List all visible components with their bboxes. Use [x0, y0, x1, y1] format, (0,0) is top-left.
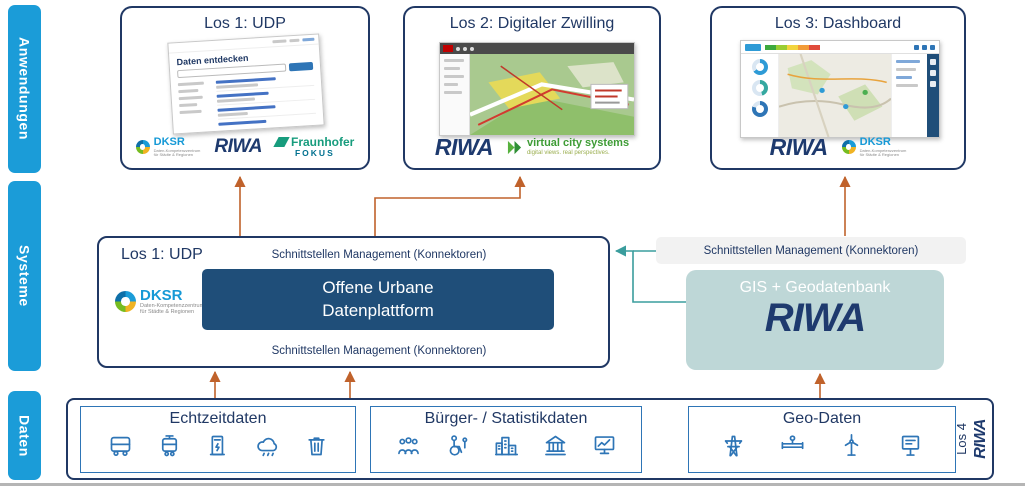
data-group-geodaten: Geo-Daten — [688, 406, 956, 473]
los2-title: Los 2: Digitaler Zwilling — [449, 15, 615, 32]
los3-title: Los 3: Dashboard — [774, 15, 902, 32]
waste-bin-icon — [303, 432, 330, 459]
bus-icon — [107, 432, 134, 459]
connector-label-bottom: Schnittstellen Management (Konnektoren) — [271, 345, 487, 357]
layer-label-daten: Daten — [8, 391, 41, 480]
los1-title: Los 1: UDP — [204, 15, 286, 32]
vcs-wordmark: virtual city systems — [526, 137, 630, 150]
platform-line1: Offene Urbane — [322, 278, 434, 298]
screenshot-gauges — [741, 54, 779, 137]
dashboard-screenshot — [740, 40, 940, 138]
screenshot-toolbar — [440, 43, 634, 54]
digital-twin-screenshot — [439, 42, 635, 136]
geodaten-title: Geo-Daten — [782, 410, 862, 427]
applications-box-los1: Los 1: UDP Daten entdecken — [120, 6, 370, 170]
statistikdaten-title: Bürger- / Statistikdaten — [424, 410, 588, 427]
traffic-scale-legend — [765, 44, 820, 50]
arrow-systems-to-los2 — [374, 175, 526, 236]
layer-label-systeme: Systeme — [8, 181, 41, 371]
layer-label-daten-text: Daten — [16, 414, 33, 457]
udp-portal-screenshot: Daten entdecken — [167, 33, 325, 135]
city-buildings-icon — [493, 432, 520, 459]
applications-box-los2: Los 2: Digitaler Zwilling — [403, 6, 661, 170]
dksr-icon — [115, 291, 136, 313]
screenshot-side-panel — [440, 54, 470, 135]
pipe-network-icon — [779, 432, 806, 459]
screenshot-nav-strip — [927, 54, 939, 137]
screenshot-result-list — [215, 75, 317, 128]
applications-box-los3: Los 3: Dashboard — [710, 6, 966, 170]
vcs-icon — [507, 140, 522, 155]
public-building-icon — [542, 432, 569, 459]
layer-label-anwendungen-text: Anwendungen — [16, 37, 33, 141]
echtzeitdaten-title: Echtzeitdaten — [169, 410, 267, 427]
vcs-tagline: digital views. real perspectives. — [526, 149, 610, 156]
statistics-monitor-icon — [591, 432, 618, 459]
gis-title: GIS + Geodatenbank — [739, 279, 891, 296]
layer-label-systeme-text: Systeme — [16, 245, 33, 307]
los2-logos: RIWA virtual city systems digital views.… — [405, 131, 659, 163]
fraunhofer-wordmark: Fraunhofer — [290, 134, 355, 149]
power-pylon-icon — [720, 432, 747, 459]
statistikdaten-icons — [371, 432, 641, 459]
echtzeitdaten-icons — [81, 432, 355, 459]
dksr-icon — [135, 139, 150, 154]
wind-turbine-icon — [838, 432, 865, 459]
tram-icon — [156, 432, 183, 459]
los4-label-group: Los 4 RIWA — [952, 404, 992, 474]
dksr-wordmark: DKSR — [153, 136, 185, 149]
screenshot-map — [779, 54, 891, 137]
charging-station-icon — [205, 432, 232, 459]
virtual-city-systems-logo: virtual city systems digital views. real… — [507, 137, 629, 157]
riwa-logo-large: RIWA — [764, 296, 866, 340]
screenshot-stats-panel — [891, 54, 927, 137]
accessibility-icon — [444, 432, 471, 459]
connector-management-box: Schnittstellen Management (Konnektoren) — [656, 237, 966, 264]
screenshot-3d-map — [470, 54, 634, 135]
dksr-wordmark: DKSR — [859, 136, 891, 149]
platform-line2: Datenplattform — [322, 300, 434, 320]
data-group-echtzeitdaten: Echtzeitdaten — [80, 406, 356, 473]
dksr-icon — [841, 139, 856, 154]
los4-label: Los 4 — [954, 423, 969, 455]
connector-label-top: Schnittstellen Management (Konnektoren) — [271, 249, 487, 261]
connector-management-label: Schnittstellen Management (Konnektoren) — [703, 244, 919, 257]
fraunhofer-mark-icon — [273, 137, 290, 148]
systems-los1-title: Los 1: UDP — [121, 246, 203, 263]
citizens-icon — [395, 432, 422, 459]
riwa-logo: RIWA — [769, 133, 829, 160]
geodaten-icons — [689, 432, 955, 459]
dksr-wordmark: DKSR — [140, 287, 183, 304]
data-group-statistikdaten: Bürger- / Statistikdaten — [370, 406, 642, 473]
fokus-wordmark: FOKUS — [294, 147, 335, 158]
open-urban-data-platform-box: Offene Urbane Datenplattform — [202, 269, 554, 330]
systems-box-los1-udp: Los 1: UDP Schnittstellen Management (Ko… — [97, 236, 610, 368]
riwa-logo-vertical: RIWA — [972, 419, 989, 459]
fraunhofer-fokus-logo: Fraunhofer FOKUS — [273, 134, 355, 159]
riwa-logo: RIWA — [214, 136, 262, 157]
weather-cloud-icon — [254, 432, 281, 459]
screenshot-filter-panel — [177, 81, 213, 130]
data-layer-box: Echtzeitdaten Bürger- / Statistikdaten G… — [66, 398, 994, 480]
info-terminal-icon — [897, 432, 924, 459]
riwa-logo: RIWA — [434, 133, 494, 160]
screenshot-header-bar — [741, 41, 939, 54]
layer-label-anwendungen: Anwendungen — [8, 5, 41, 173]
gis-geodatabase-box: GIS + Geodatenbank RIWA — [686, 270, 944, 370]
